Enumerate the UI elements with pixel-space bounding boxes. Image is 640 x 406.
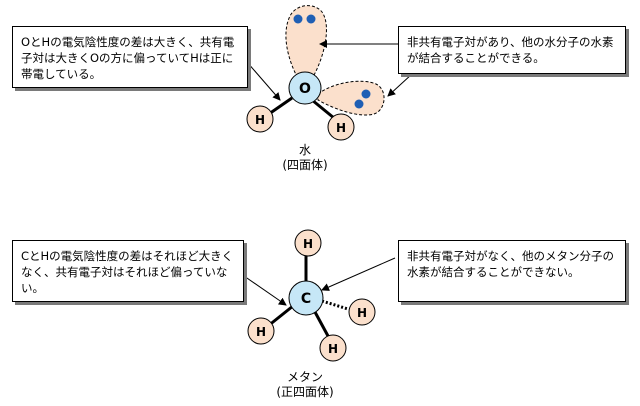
hydrogen-label: H	[328, 342, 338, 356]
water-caption-shape: (四面体)	[282, 158, 328, 172]
water-left-note: OとHの電気陰性度の差は大きく、共有電子対は大きくOの方に偏っていてHは正に帯電…	[12, 26, 248, 88]
methane-bond	[313, 311, 330, 337]
oxygen-atom	[288, 71, 322, 105]
hydrogen-atom	[348, 298, 376, 326]
water-right-note-text: 非共有電子対があり、他の水分子の水素が結合することができる。	[407, 35, 614, 65]
methane-right-note: 非共有電子対がなく、他のメタン分子の水素が結合することができない。	[398, 240, 626, 302]
hydrogen-atom	[319, 334, 347, 362]
carbon-label: C	[301, 291, 311, 307]
water-molecule: O H H	[246, 5, 385, 141]
methane-left-note-text: CとHの電気陰性度の差はそれほど大きくなく、共有電子対はそれほど偏っていない。	[21, 249, 234, 295]
arrow-left-note-to-water	[246, 61, 281, 101]
hydrogen-label: H	[336, 121, 346, 135]
hydrogen-atom	[294, 229, 322, 257]
hydrogen-label: H	[256, 325, 266, 339]
hydrogen-label: H	[255, 113, 265, 127]
water-caption-name: 水	[298, 143, 311, 157]
hydrogen-atom	[327, 113, 355, 141]
methane-caption: メタン (正四面体)	[250, 370, 360, 400]
water-left-note-text: OとHの電気陰性度の差は大きく、共有電子対は大きくOの方に偏っていてHは正に帯電…	[21, 35, 235, 81]
arrow-right-note-to-lone-pair	[387, 73, 413, 97]
water-electron	[306, 14, 316, 24]
hydrogen-label: H	[357, 306, 367, 320]
arrow-right-note-to-methane	[321, 257, 396, 291]
water-lone-pair-right	[317, 80, 385, 116]
oxygen-label: O	[299, 81, 311, 97]
methane-caption-shape: (正四面体)	[276, 385, 334, 399]
methane-left-note: CとHの電気陰性度の差はそれほど大きくなく、共有電子対はそれほど偏っていない。	[12, 240, 244, 302]
carbon-atom	[288, 280, 324, 316]
methane-bond-dashed	[321, 299, 349, 311]
methane-molecule: C H H H H	[247, 229, 376, 362]
hydrogen-atom	[246, 105, 274, 133]
arrow-left-note-to-methane	[243, 275, 287, 306]
hydrogen-label: H	[303, 237, 313, 251]
water-electron	[354, 99, 364, 109]
water-right-note: 非共有電子対があり、他の水分子の水素が結合することができる。	[398, 26, 626, 74]
water-lone-pair-upper	[285, 5, 327, 83]
hydrogen-atom	[247, 317, 275, 345]
methane-caption-name: メタン	[286, 370, 323, 384]
methane-right-note-text: 非共有電子対がなく、他のメタン分子の水素が結合することができない。	[407, 249, 614, 279]
methane-bond	[267, 304, 294, 328]
water-caption: 水 (四面体)	[255, 143, 355, 173]
water-electron	[361, 89, 371, 99]
water-bond	[311, 98, 335, 120]
water-electron	[293, 14, 303, 24]
